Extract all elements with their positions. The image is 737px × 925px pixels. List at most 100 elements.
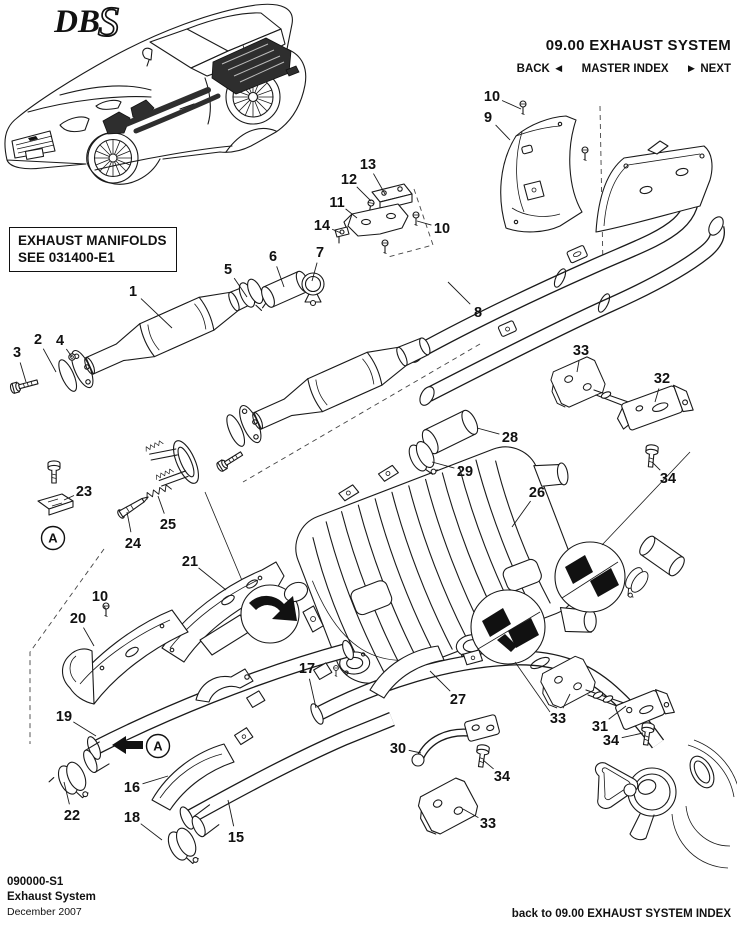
callout-10: 10 [484,89,500,105]
part-bolt-24 [117,496,149,519]
detail-circle-clamp-upper [554,451,691,613]
leader-line-32 [654,388,660,403]
detail-circle-arrow [240,581,309,644]
view-direction-arrow-icon [112,736,143,754]
callout-22: 22 [64,808,80,824]
leader-line-1 [140,298,173,329]
leader-line-14 [331,228,342,234]
detail-marker-circle [145,733,171,759]
leader-line-30 [408,749,422,754]
leader-line-31 [608,705,627,720]
manifolds-reference-line1: EXHAUST MANIFOLDS [18,233,167,248]
part-plate-33c [544,354,609,412]
leader-line-33 [462,808,479,819]
dbs-logo: DB S [53,2,120,44]
leader-line-19 [73,721,97,737]
leader-line-12 [356,186,372,202]
callout-10: 10 [434,221,450,237]
callout-9: 9 [484,110,492,126]
callout-10: 10 [92,589,108,605]
part-hanger-rod-30 [411,714,500,767]
callout-6: 6 [269,249,277,265]
callout-34: 34 [494,769,510,785]
callout-33: 33 [573,343,589,359]
nav-next-link[interactable]: ► NEXT [685,63,731,75]
leader-line-10 [103,605,107,611]
callout-26: 26 [529,485,545,501]
part-pipe-28 [421,409,479,455]
callout-13: 13 [360,157,376,173]
part-bracket-32 [593,384,694,431]
callout-29: 29 [457,464,473,480]
leader-line-29 [431,461,455,469]
doc-number: 090000-S1 [7,876,64,888]
callout-23: 23 [76,484,92,500]
callout-34: 34 [603,733,619,749]
leader-line-33 [562,693,571,709]
callout-15: 15 [228,830,244,846]
detail-marker-label: A [153,739,163,754]
leader-line-34 [651,461,661,471]
callout-21: 21 [182,554,198,570]
leader-line-33 [576,360,580,373]
leader-line-13 [373,173,386,195]
nav-bar: BACK ◄ MASTER INDEX ► NEXT [503,63,731,75]
callout-33: 33 [550,711,566,727]
detail-marker-label: A [48,531,58,546]
leader-line-15 [227,799,235,827]
car-exhaust-highlight [102,37,300,135]
callout-20: 20 [70,611,86,627]
part-link-31 [585,689,675,730]
callout-14: 14 [314,218,330,234]
callout-4: 4 [56,333,64,349]
callout-27: 27 [450,692,466,708]
leader-line-25 [157,495,165,514]
callout-24: 24 [125,536,141,552]
part-pipe-19 [86,639,354,760]
section-dashed-lines [29,105,604,744]
part-bracket-assembly [334,183,420,255]
callout-12: 12 [341,172,357,188]
part-clamp-22 [48,741,110,799]
part-bolt-cat2 [214,448,245,473]
footer-document-info: 090000-S1 Exhaust System December 2007 [7,875,96,920]
back-to-index-link[interactable]: back to 09.00 EXHAUST SYSTEM INDEX [511,908,731,920]
leader-line-20 [83,627,95,647]
doc-title: Exhaust System [7,891,96,903]
leader-line-16 [142,775,169,785]
leader-line-24 [126,511,132,533]
logo-s-text: S [98,2,119,44]
car-illustration [4,3,307,185]
part-heat-shield-right [581,140,713,233]
part-clamp-18 [167,804,220,864]
part-tail-stub [639,535,685,577]
detail-marker-circle [40,525,66,551]
part-bolt-3 [8,376,40,395]
leader-line-9 [495,124,511,141]
part-flange-studs [144,439,200,487]
part-plate-33a [411,774,482,840]
nav-back-link[interactable]: BACK ◄ [516,63,565,75]
callout-11: 11 [329,195,344,211]
leader-line-21 [198,567,227,591]
leader-line-2 [42,348,57,373]
leader-line-3 [19,362,27,383]
callout-30: 30 [390,741,406,757]
part-heat-shield-21 [161,561,285,663]
part-heat-shield-9 [500,100,583,233]
callout-5: 5 [224,262,232,278]
leader-line-18 [140,823,163,841]
leader-line-10 [416,220,432,226]
leader-line-11 [345,208,358,219]
detail-circle-clamp-lower [470,589,551,713]
callout-1: 1 [129,284,137,300]
part-shield-16 [151,743,235,811]
leader-line-6 [276,266,285,288]
leader-line-26 [511,500,531,528]
callout-31: 31 [592,719,608,735]
doc-date: December 2007 [7,906,82,918]
part-clamp-5 [238,278,267,311]
part-clamp-7 [301,272,325,307]
nav-master-index-link[interactable]: MASTER INDEX [581,63,669,75]
